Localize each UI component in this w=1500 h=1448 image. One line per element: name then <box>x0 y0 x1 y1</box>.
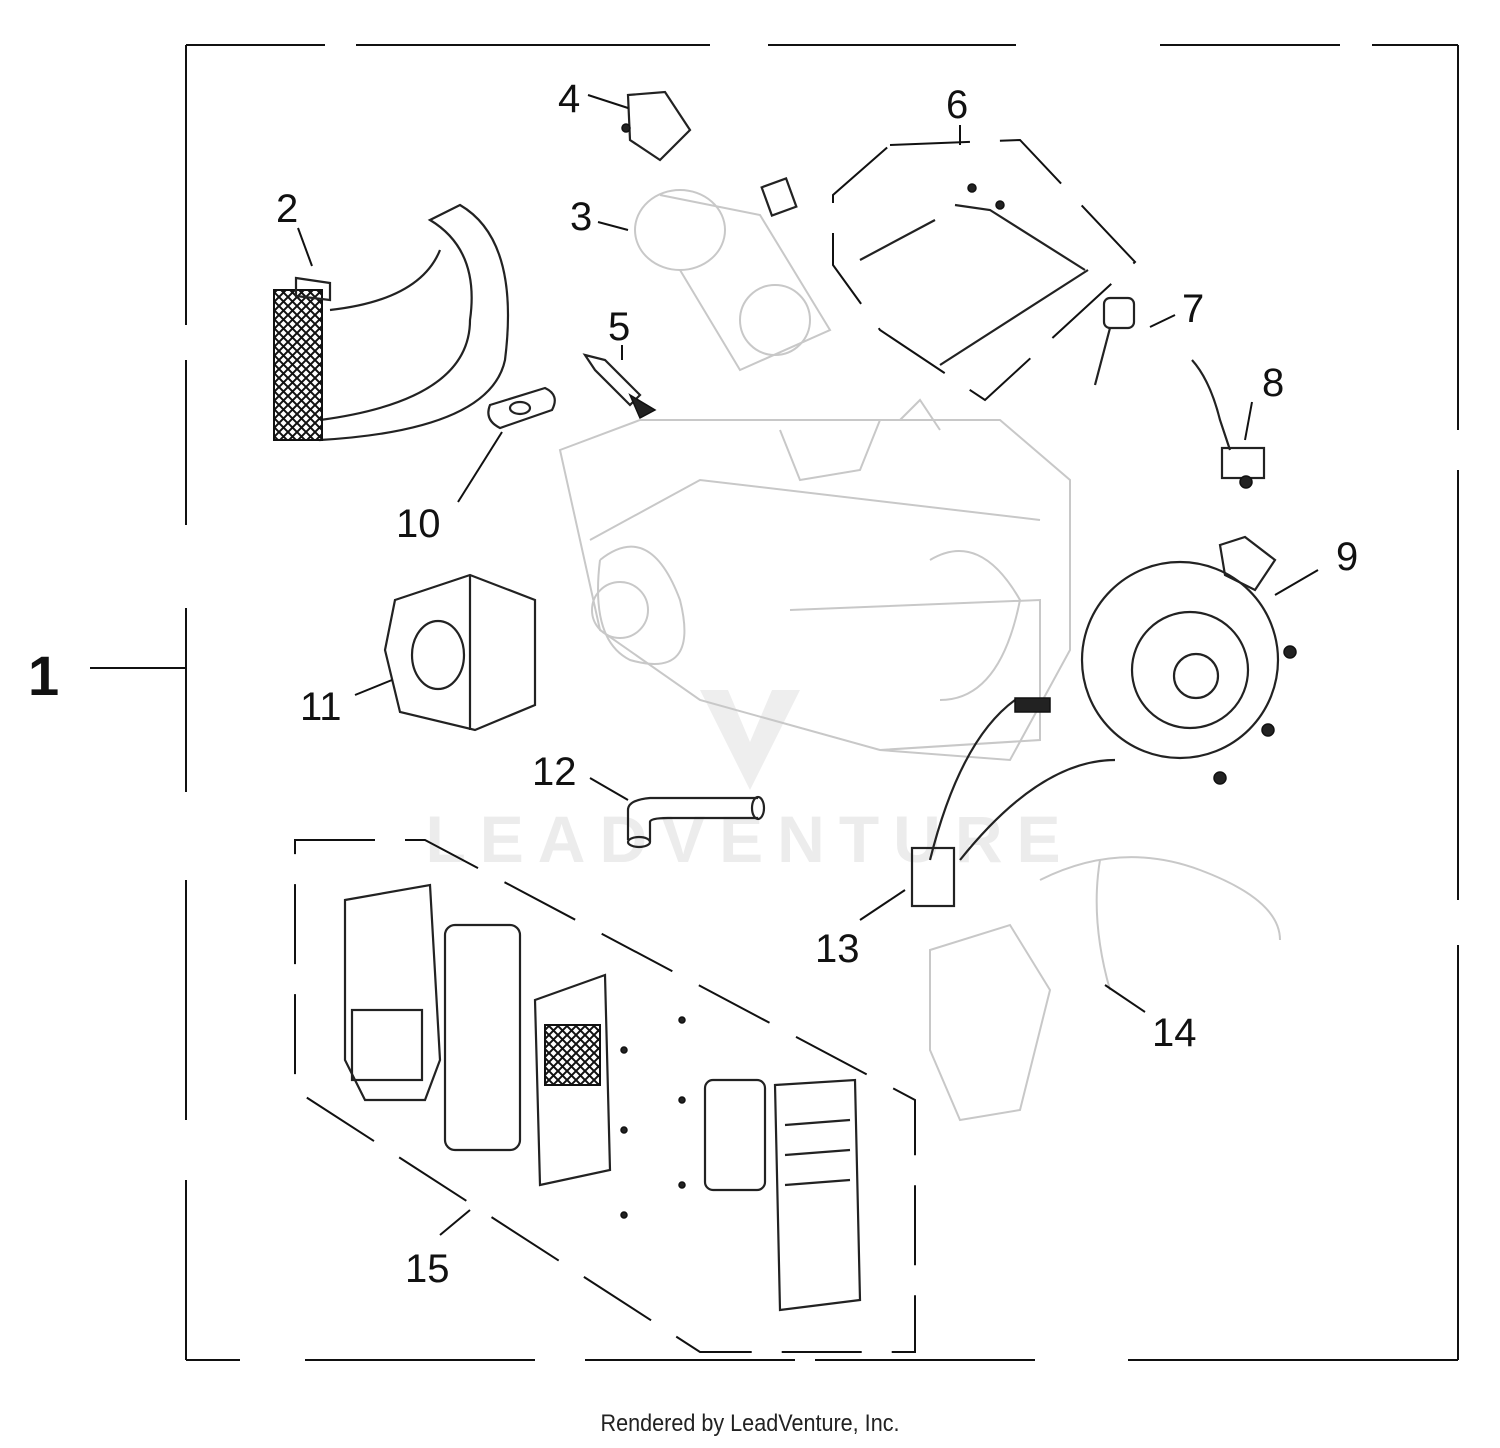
callout-14: 14 <box>1152 1011 1197 1055</box>
callout-3: 3 <box>570 195 592 239</box>
part-muffler <box>383 573 537 732</box>
callout-11: 11 <box>300 685 342 729</box>
part-shroud <box>273 203 510 442</box>
assembly-frame <box>90 44 1459 1361</box>
callout-2: 2 <box>276 187 298 231</box>
part-bracket <box>621 90 692 162</box>
callout-9: 9 <box>1336 535 1358 579</box>
footer-credit: Rendered by LeadVenture, Inc. <box>600 1410 900 1437</box>
callout-6: 6 <box>946 83 968 127</box>
air-filter-screen <box>544 1024 601 1086</box>
part-ignition-coil <box>910 697 1116 908</box>
part-recoil-starter <box>1080 535 1297 785</box>
part-carburetor <box>929 856 1281 1122</box>
callout-7: 7 <box>1182 287 1204 331</box>
part-hose <box>626 795 766 849</box>
callout-8: 8 <box>1262 361 1284 405</box>
callout-12: 12 <box>532 750 577 794</box>
callout-13: 13 <box>815 927 860 971</box>
callout-15: 15 <box>405 1247 450 1291</box>
watermark: LEADVENTURE <box>425 690 1061 876</box>
shroud-screen <box>273 289 323 441</box>
part-starter-motor <box>634 177 832 372</box>
callout-1: 1 <box>28 644 59 707</box>
callout-4: 4 <box>558 77 580 121</box>
callout-5: 5 <box>608 305 630 349</box>
callout-10: 10 <box>396 502 441 546</box>
callouts: 1 2 3 4 5 6 7 8 9 10 11 12 13 14 15 <box>28 77 1358 1291</box>
leader-lines <box>297 94 1319 1236</box>
part-air-cleaner-kit <box>294 839 916 1353</box>
part-spark-plug <box>582 353 657 420</box>
engine-block <box>558 398 1071 762</box>
part-oil-sensor <box>1191 359 1266 489</box>
part-dipstick <box>1093 296 1136 386</box>
part-gasket <box>487 386 556 430</box>
part-linkage-kit <box>832 138 1137 402</box>
